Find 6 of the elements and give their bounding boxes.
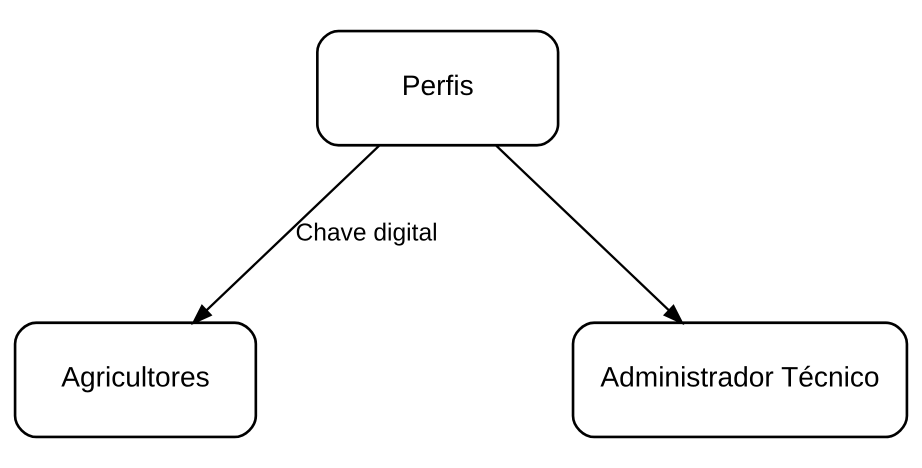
node-box: Agricultores	[14, 321, 258, 438]
node-box: Perfis	[316, 30, 560, 147]
edge-label: Chave digital	[295, 220, 438, 246]
arrow	[191, 144, 380, 326]
node-box: Administrador Técnico	[572, 321, 908, 438]
arrow	[495, 144, 684, 326]
